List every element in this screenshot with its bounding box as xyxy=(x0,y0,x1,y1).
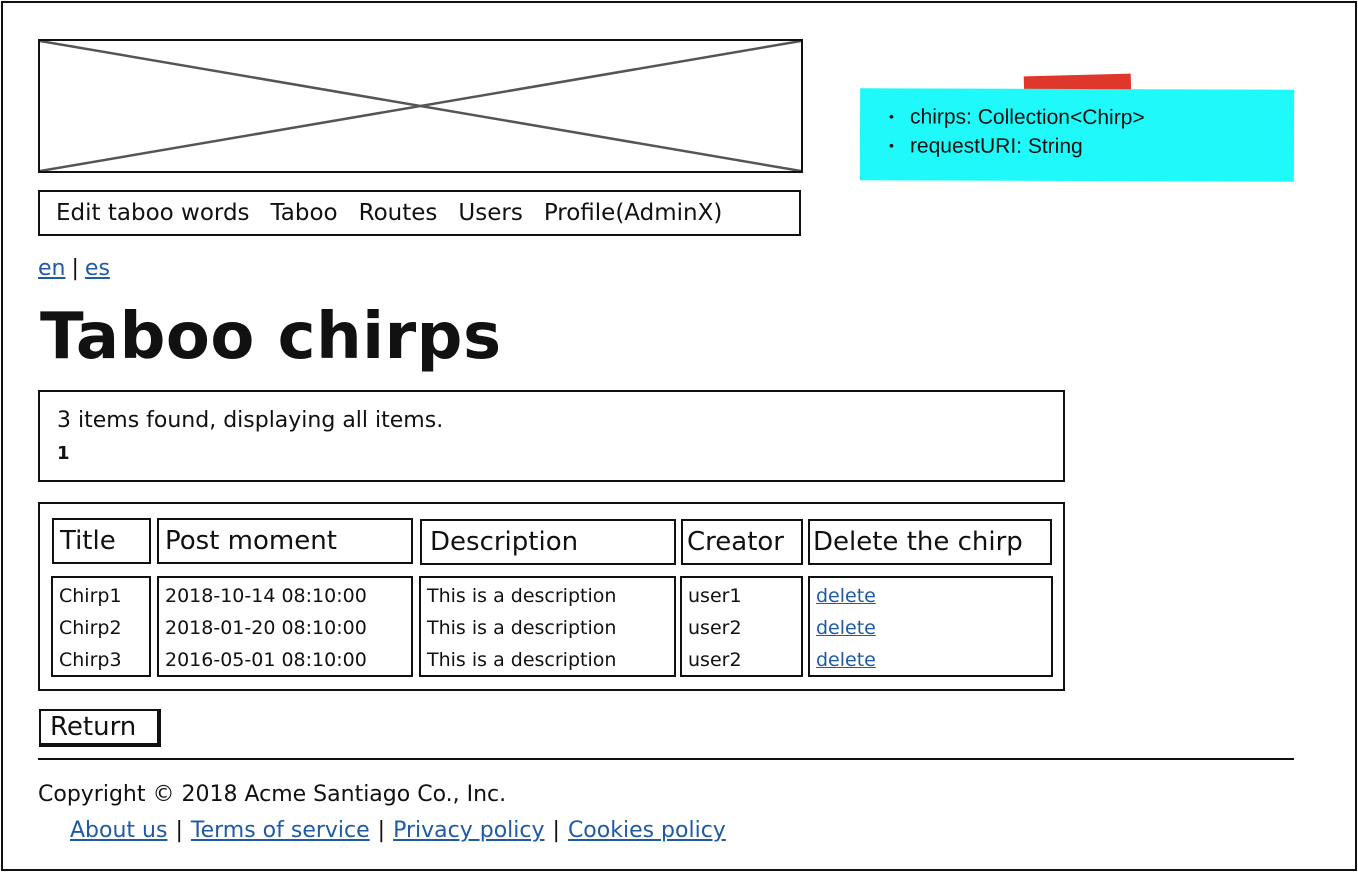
language-switcher: en | es xyxy=(38,256,110,281)
banner-image-placeholder xyxy=(38,39,803,173)
placeholder-cross-icon xyxy=(40,41,801,171)
column-post-moment: 2018-10-14 08:10:00 2018-01-20 08:10:00 … xyxy=(157,576,413,677)
menu-item-taboo[interactable]: Taboo xyxy=(270,200,338,226)
note-item: chirps: Collection<Chirp> xyxy=(910,102,1294,132)
header-description[interactable]: Description xyxy=(420,519,676,565)
column-title: Chirp1 Chirp2 Chirp3 xyxy=(51,576,151,677)
privacy-policy-link[interactable]: Privacy policy xyxy=(393,818,545,843)
page-title: Taboo chirps xyxy=(40,300,502,374)
table-cell-post-moment: 2018-01-20 08:10:00 xyxy=(165,617,367,639)
footer-divider xyxy=(38,758,1294,760)
table-cell-description: This is a description xyxy=(427,585,617,607)
table-cell-post-moment: 2018-10-14 08:10:00 xyxy=(165,585,367,607)
header-post-moment[interactable]: Post moment xyxy=(157,518,413,564)
menu-item-users[interactable]: Users xyxy=(458,200,523,226)
table-cell-description: This is a description xyxy=(427,617,617,639)
note-item: requestURI: String xyxy=(910,131,1294,161)
delete-link[interactable]: delete xyxy=(816,649,876,671)
table-cell-description: This is a description xyxy=(427,649,617,671)
menu-item-profile[interactable]: Profile(AdminX) xyxy=(543,200,723,226)
main-menu: Edit taboo words Taboo Routes Users Prof… xyxy=(38,190,801,236)
delete-link[interactable]: delete xyxy=(816,617,876,639)
table-cell-creator: user2 xyxy=(688,649,742,671)
terms-of-service-link[interactable]: Terms of service xyxy=(190,818,370,843)
table-cell-title: Chirp1 xyxy=(59,585,122,607)
return-button[interactable]: Return xyxy=(39,709,161,747)
footer-separator: | xyxy=(175,818,183,843)
footer-separator: | xyxy=(552,818,560,843)
column-creator: user1 user2 user2 xyxy=(680,576,803,677)
about-us-link[interactable]: About us xyxy=(70,818,168,843)
footer-separator: | xyxy=(377,818,386,843)
header-title[interactable]: Title xyxy=(52,518,151,564)
table-cell-creator: user2 xyxy=(688,617,742,639)
model-attributes-note: chirps: Collection<Chirp> requestURI: St… xyxy=(859,88,1295,182)
table-cell-title: Chirp2 xyxy=(59,617,122,639)
menu-item-edit-taboo-words[interactable]: Edit taboo words xyxy=(56,200,250,226)
footer-links: About us | Terms of service | Privacy po… xyxy=(70,818,726,843)
column-delete: delete delete delete xyxy=(808,576,1053,677)
lang-es-link[interactable]: es xyxy=(84,256,110,281)
pagination-info: 3 items found, displaying all items. 1 xyxy=(38,390,1065,482)
lang-separator: | xyxy=(71,256,79,281)
menu-item-routes[interactable]: Routes xyxy=(358,200,438,226)
copyright-text: Copyright © 2018 Acme Santiago Co., Inc. xyxy=(38,782,507,807)
table-cell-post-moment: 2016-05-01 08:10:00 xyxy=(165,649,367,671)
column-description: This is a description This is a descript… xyxy=(419,576,676,677)
table-cell-title: Chirp3 xyxy=(59,649,122,671)
chirps-table: Title Post moment Description Creator De… xyxy=(38,502,1065,691)
delete-link[interactable]: delete xyxy=(816,585,876,607)
table-cell-creator: user1 xyxy=(688,585,742,607)
header-delete-the-chirp[interactable]: Delete the chirp xyxy=(808,519,1052,565)
page-number-link[interactable]: 1 xyxy=(57,443,70,464)
header-creator[interactable]: Creator xyxy=(681,519,803,565)
note-list: chirps: Collection<Chirp> requestURI: St… xyxy=(860,88,1294,162)
lang-en-link[interactable]: en xyxy=(38,256,66,281)
items-found-text: 3 items found, displaying all items. xyxy=(57,408,444,433)
cookies-policy-link[interactable]: Cookies policy xyxy=(567,818,726,843)
